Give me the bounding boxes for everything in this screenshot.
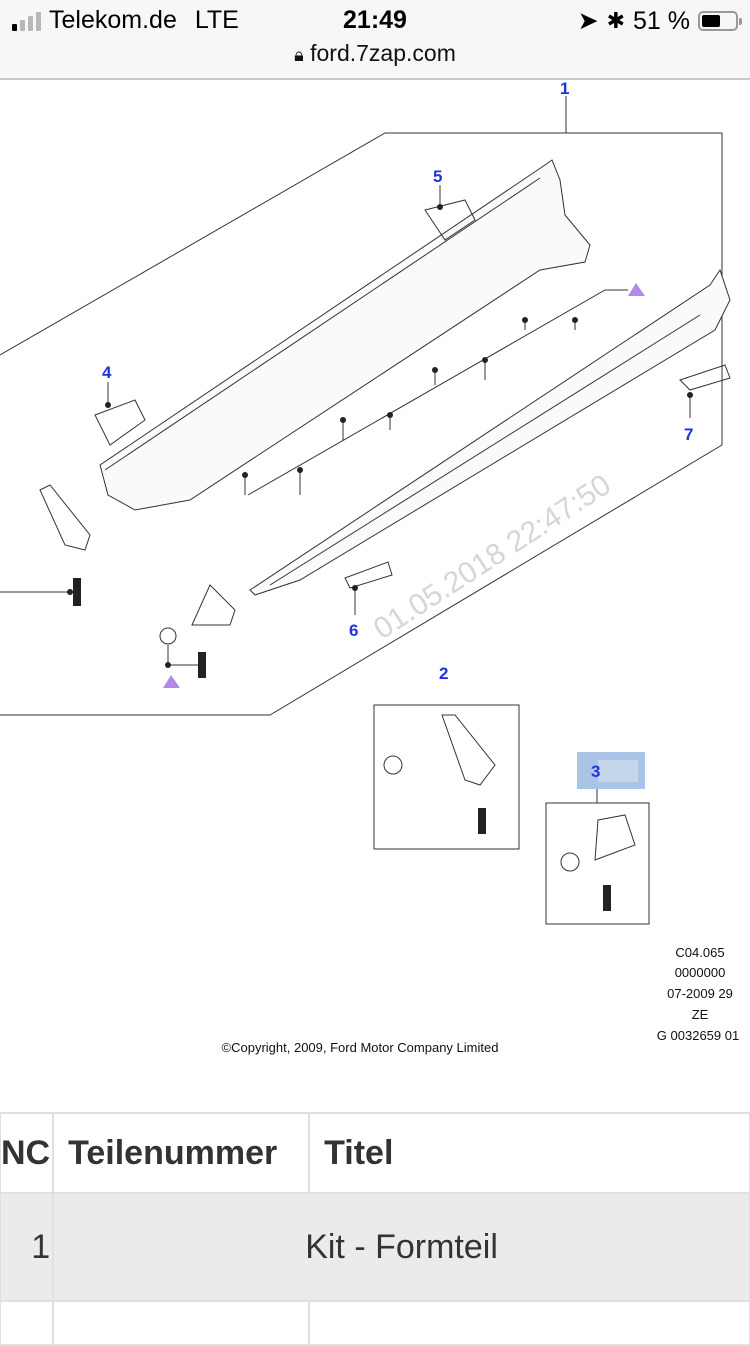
callout-6[interactable]: 6 — [349, 621, 358, 640]
carrier: Telekom.de — [49, 6, 177, 34]
copyright: ©Copyright, 2009, Ford Motor Company Lim… — [222, 1040, 499, 1055]
status-bar: Telekom.de LTE 21:49 ➤ ✱ 51 % 🔒︎ ford.7z… — [0, 0, 750, 80]
header-title: Titel — [308, 1112, 750, 1194]
svg-text:C04.065: C04.065 — [675, 945, 724, 960]
assembly-frame — [0, 132, 723, 716]
marker-triangle — [163, 675, 180, 688]
address-bar[interactable]: 🔒︎ ford.7zap.com — [270, 40, 480, 67]
url-text: ford.7zap.com — [310, 40, 456, 66]
callout-3[interactable]: 3 — [591, 762, 600, 781]
row-title[interactable]: Kit - Formteil — [52, 1192, 750, 1302]
table-header: NC Teilenummer Titel — [0, 1112, 750, 1194]
battery-icon — [698, 11, 742, 31]
marker-triangle — [628, 283, 645, 296]
network-type: LTE — [194, 6, 239, 34]
location-icon: ➤ — [577, 7, 599, 35]
bluetooth-icon: ✱ — [606, 8, 626, 33]
callout-7[interactable]: 7 — [684, 425, 693, 444]
lock-icon: 🔒︎ — [294, 45, 304, 65]
svg-text:G 0032659 01: G 0032659 01 — [657, 1028, 739, 1043]
callout-5[interactable]: 5 — [433, 167, 442, 186]
header-nc: NC — [0, 1112, 55, 1194]
callout-1[interactable]: 1 — [560, 80, 569, 98]
signal-icon — [12, 11, 41, 31]
row-nc: 1 — [0, 1192, 55, 1302]
clock: 21:49 — [343, 6, 407, 34]
callout-4[interactable]: 4 — [102, 363, 112, 382]
parts-diagram: 01.05.2018 22:47:50 1 2 3 4 5 6 7 C04.06… — [0, 80, 739, 1055]
svg-text:0000000: 0000000 — [675, 965, 726, 980]
table-row[interactable]: 1 Kit - Formteil — [0, 1192, 750, 1302]
header-part-number: Teilenummer — [52, 1112, 311, 1194]
svg-text:ZE: ZE — [692, 1007, 709, 1022]
svg-text:07-2009 29: 07-2009 29 — [667, 986, 733, 1001]
diagram-info: C04.065 0000000 07-2009 29 ZE G 0032659 … — [657, 945, 739, 1043]
kit-box-2 — [373, 704, 520, 850]
callout-2[interactable]: 2 — [439, 664, 448, 683]
battery-percent: 51 % — [633, 6, 690, 35]
table-row — [0, 1300, 750, 1346]
parts-table: NC Teilenummer Titel 1 Kit - Formteil — [0, 1112, 750, 1346]
